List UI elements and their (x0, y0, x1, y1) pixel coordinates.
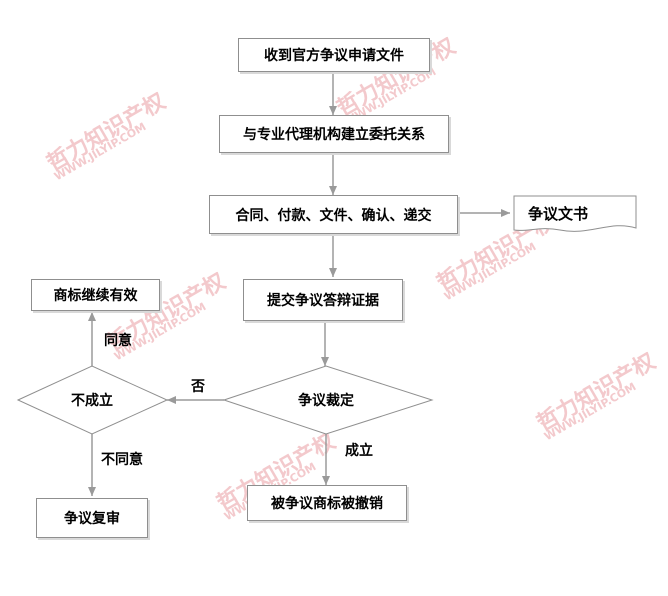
ruling-label: 争议裁定 (298, 393, 354, 409)
step-submit-evidence: 提交争议答辩证据 (243, 279, 403, 321)
edge-label-agree: 同意 (104, 333, 132, 349)
step-engage-agency: 与专业代理机构建立委托关系 (219, 115, 449, 153)
edge-label-disagree: 不同意 (101, 452, 143, 468)
result-trademark-revoked: 被争议商标被撤销 (247, 485, 407, 521)
document-label: 争议文书 (528, 205, 589, 223)
step-contract-submit: 合同、付款、文件、确认、递交 (209, 195, 458, 234)
result-trademark-valid: 商标继续有效 (31, 279, 160, 311)
edge-label-established: 成立 (345, 443, 373, 459)
not-established-label: 不成立 (71, 393, 113, 409)
result-dispute-review: 争议复审 (36, 498, 148, 538)
not-established-diamond (16, 365, 169, 435)
document-shape (513, 195, 637, 232)
step-receive-filing: 收到官方争议申请文件 (238, 38, 430, 72)
ruling-diamond (222, 365, 434, 435)
edge-label-no: 否 (191, 379, 205, 395)
